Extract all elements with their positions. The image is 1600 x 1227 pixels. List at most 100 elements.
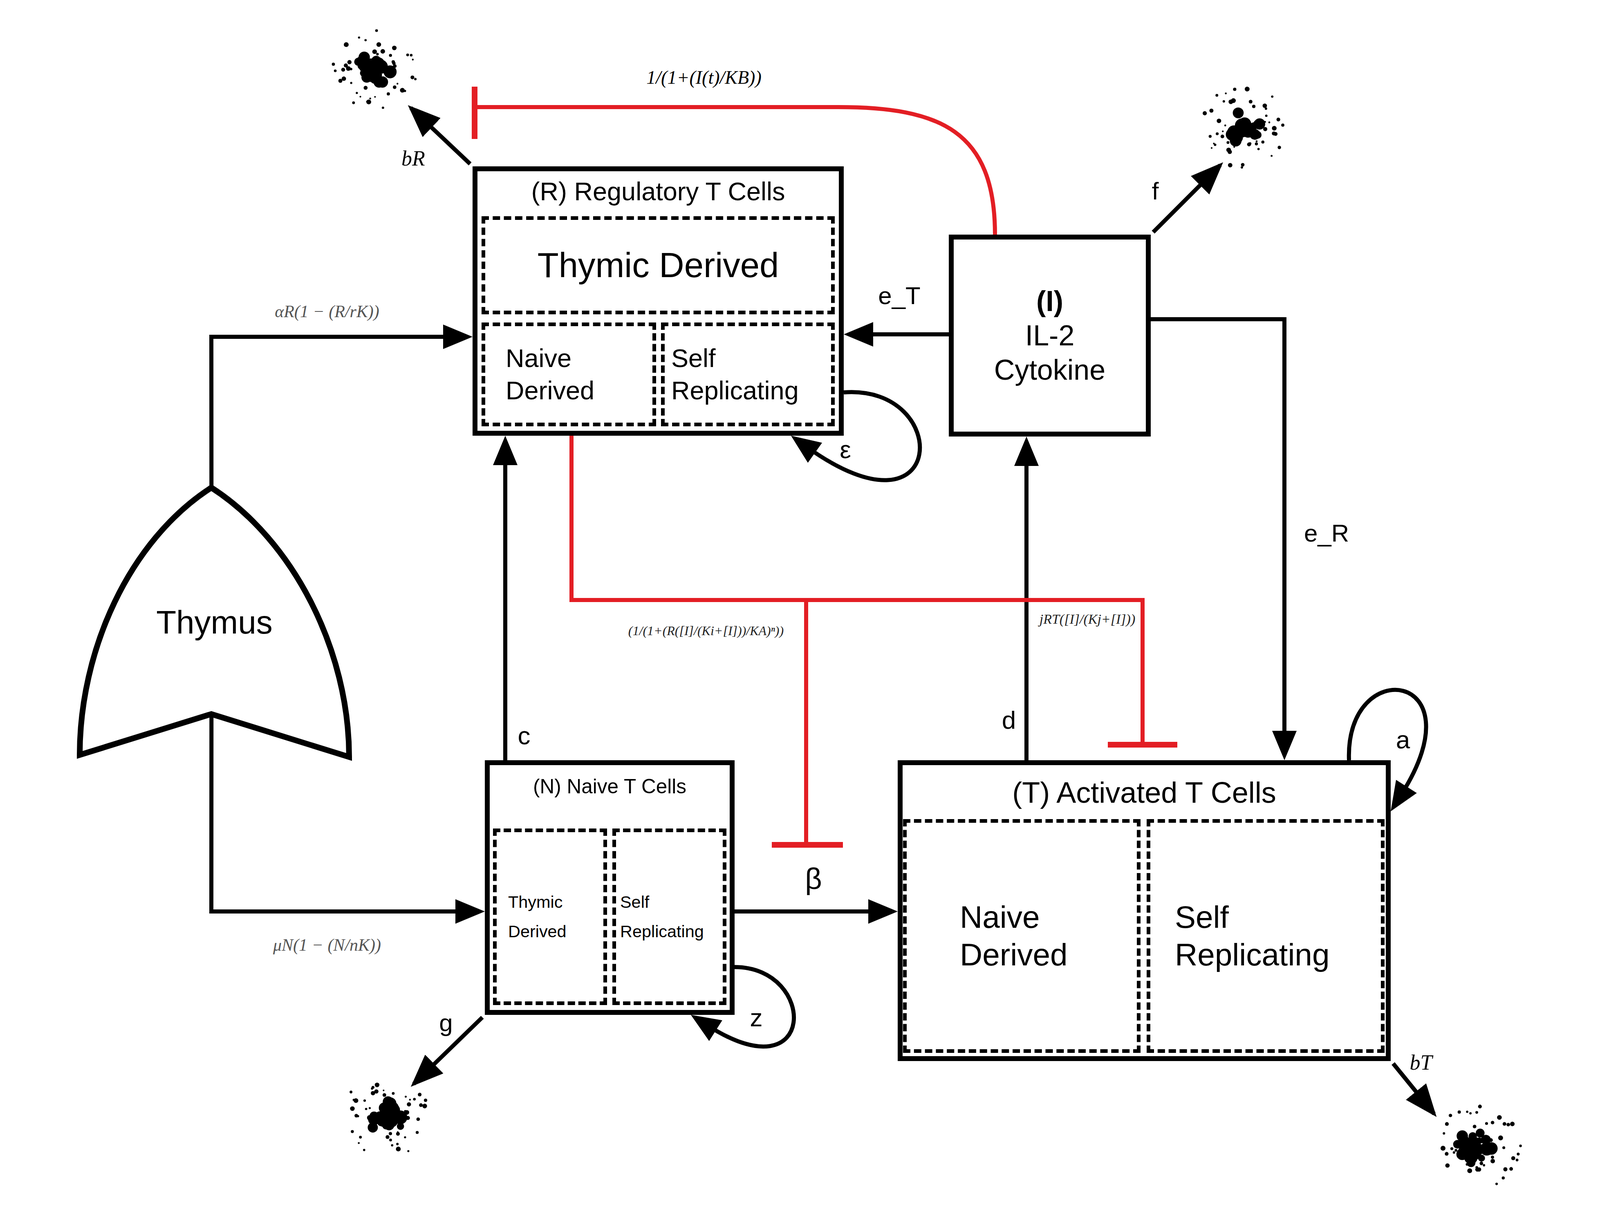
splat-dot (405, 1112, 408, 1115)
splat-dot (419, 1103, 423, 1108)
splat-dot (1221, 130, 1224, 133)
node-text: Naive Derived (505, 342, 650, 407)
splat-dot (370, 1091, 376, 1096)
annotation-label: 1/(1+(I(t)/KB)) (643, 67, 764, 88)
splat-dot (1215, 94, 1219, 97)
splat-dot (389, 53, 393, 57)
splat-dot (1247, 142, 1252, 147)
arrowhead (443, 324, 473, 350)
splat-dot (390, 1144, 394, 1147)
splat-dot (1257, 147, 1260, 151)
splat-dot (1465, 1110, 1469, 1114)
thymus-organ: Thymus (79, 487, 350, 758)
splat-dot (1232, 87, 1237, 91)
inhibition-line (804, 600, 809, 845)
splat-dot (1276, 117, 1281, 122)
splat-dot (1482, 1164, 1486, 1167)
edge-label: ε (837, 436, 854, 464)
splat-dot (1509, 1167, 1513, 1171)
splat-dot (1502, 1122, 1507, 1126)
splat-dot (416, 1117, 421, 1122)
splat-dot (1466, 1158, 1476, 1168)
splat-dot (358, 1136, 362, 1139)
edge-label: c (515, 722, 534, 750)
splat-dot (392, 45, 397, 51)
splat-dot (1212, 142, 1215, 145)
edge-label: a (1393, 726, 1413, 754)
splat-dot (1490, 1155, 1495, 1159)
edge-label: β (802, 863, 825, 895)
splat-dot (1475, 1111, 1479, 1114)
splat-dot (375, 1111, 385, 1121)
splat-dot (1215, 132, 1219, 136)
splat-dot (1240, 166, 1244, 169)
subpopulation-box: Naive Derived (481, 322, 657, 427)
arrowhead (791, 435, 823, 463)
splat-dot (373, 70, 382, 79)
splat-dot (1271, 125, 1277, 131)
decay-arrow (1153, 165, 1221, 233)
splat-dot (1478, 1154, 1486, 1162)
splat-dot (1454, 1149, 1458, 1152)
splat-dot (366, 99, 372, 105)
splat-dot (1216, 118, 1222, 124)
splat-dot (1220, 134, 1225, 139)
splat-dot (374, 96, 376, 98)
splat-dot (376, 52, 379, 56)
splat-dot (1448, 1113, 1453, 1118)
splat-dot (1248, 99, 1253, 104)
annotation-label: bT (1407, 1051, 1435, 1075)
node-text: (R) Regulatory T Cells (477, 171, 839, 213)
population-box: (N) Naive T CellsThymic DerivedSelf Repl… (484, 760, 735, 1016)
arrowhead (492, 435, 518, 466)
splat-dot (355, 91, 358, 95)
splat-dot (366, 100, 368, 103)
splat-dot (392, 85, 397, 90)
splat-dot (1485, 1122, 1488, 1125)
splat-dot (423, 1098, 428, 1103)
splat-dot (371, 56, 382, 66)
splat-dot (1470, 1142, 1482, 1153)
splat-dot (1210, 147, 1213, 149)
splat-dot (341, 67, 346, 72)
splat-dot (350, 81, 353, 84)
splat-dot (1519, 1144, 1522, 1148)
annotation-label: g (436, 1010, 455, 1037)
arrowhead (1014, 436, 1039, 467)
cell-death-splat (331, 29, 417, 110)
splat-dot (1445, 1163, 1450, 1168)
splat-dot (343, 63, 348, 68)
splat-dot (1496, 1115, 1502, 1121)
edge-label: αR(1 − (R/rK)) (272, 302, 382, 321)
cytokine-box: (I)IL-2 Cytokine (948, 234, 1151, 437)
splat-dot (389, 1138, 393, 1142)
node-text: Naive Derived (959, 898, 1135, 974)
splat-dot (1233, 138, 1242, 147)
splat-dot (1480, 1142, 1494, 1157)
connector-line (1024, 457, 1029, 761)
splat-dot (1248, 142, 1252, 145)
splat-dot (349, 1106, 355, 1112)
splat-dot (1467, 1140, 1482, 1155)
splat-dot (352, 101, 356, 105)
splat-dot (417, 1093, 422, 1097)
splat-dot (1227, 125, 1241, 139)
splat-dot (1490, 1158, 1495, 1164)
node-text: IL-2 Cytokine (976, 318, 1124, 388)
annotation-label: (1/(1+(R([I]/(Ki+[I]))/KA)ⁿ)) (625, 623, 787, 639)
splat-dot (1440, 1145, 1446, 1151)
subpopulation-box: Self Replicating (1146, 819, 1385, 1054)
splat-dot (410, 75, 415, 80)
splat-dot (1281, 123, 1285, 127)
splat-dot (1232, 107, 1244, 119)
splat-dot (396, 82, 399, 85)
connector-line (503, 456, 508, 761)
connector-line (864, 332, 949, 337)
splat-dot (406, 1102, 411, 1107)
splat-dot (359, 95, 361, 98)
splat-dot (1506, 1122, 1511, 1127)
edge-label: μN(1 − (N/nK)) (270, 935, 384, 955)
splat-dot (1261, 140, 1265, 144)
inhibition-bar (771, 842, 843, 848)
splat-dot (1450, 1147, 1454, 1151)
